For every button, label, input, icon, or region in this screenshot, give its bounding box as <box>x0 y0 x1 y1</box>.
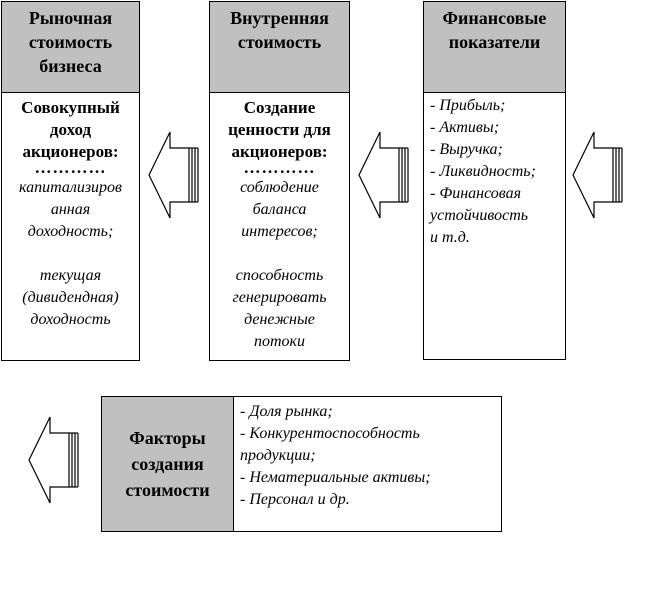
factors-title-3: стоимости <box>125 480 210 500</box>
market-value-title-1: Рыночная <box>28 8 113 28</box>
internal-item-1: соблюдение <box>240 179 319 196</box>
internal-value-header: Внутренняя стоимость <box>209 1 350 93</box>
value-factors-body: - Доля рынка; - Конкурентоспособность пр… <box>234 396 502 532</box>
market-value-header: Рыночная стоимость бизнеса <box>1 1 140 93</box>
internal-item-8: потоки <box>253 333 306 350</box>
left-arrow-icon <box>148 131 199 219</box>
market-item-3: доходность; <box>27 223 114 240</box>
market-value-title-3: бизнеса <box>39 56 102 76</box>
internal-item-6: генерировать <box>232 289 327 306</box>
factors-title-1: Факторы <box>129 428 206 448</box>
market-item-2: анная <box>50 201 91 218</box>
internal-item-5: способность <box>235 267 324 284</box>
financial-indicators-body: - Прибыль; - Активы; - Выручка; - Ликвид… <box>423 93 566 360</box>
factors-item-2: - Конкурентоспособность <box>240 425 420 442</box>
financial-item-3: - Выручка; <box>430 141 503 158</box>
left-arrow-icon <box>572 131 623 219</box>
market-item-5: текущая <box>39 267 102 284</box>
internal-heading-1: Создание <box>243 98 316 117</box>
internal-item-2: баланса <box>252 201 307 218</box>
internal-item-7: денежные <box>244 311 315 328</box>
market-item-7: доходность <box>30 311 111 328</box>
financial-title-1: Финансовые <box>442 8 547 28</box>
market-dots: ………… <box>34 158 107 177</box>
factors-item-1: - Доля рынка; <box>240 403 333 420</box>
market-heading-1: Совокупный <box>21 98 120 117</box>
financial-item-6: устойчивость <box>430 207 529 224</box>
factors-item-4: - Нематериальные активы; <box>240 469 431 486</box>
value-factors-header: Факторы создания стоимости <box>101 396 234 532</box>
market-value-title-2: стоимость <box>28 32 113 52</box>
financial-indicators-header: Финансовые показатели <box>423 1 566 93</box>
factors-item-3: продукции; <box>240 447 316 464</box>
market-item-1: капитализиров <box>19 179 122 196</box>
financial-item-2: - Активы; <box>430 119 500 136</box>
internal-heading-3: акционеров: <box>231 142 328 161</box>
internal-value-title-2: стоимость <box>237 32 322 52</box>
internal-dots: ………… <box>243 158 316 177</box>
market-value-body: Совокупный доход акционеров: ………… капита… <box>1 93 140 361</box>
internal-item-spacer <box>210 243 349 265</box>
internal-item-3: интересов; <box>241 223 318 240</box>
market-heading-2: доход <box>49 120 92 139</box>
left-arrow-icon <box>28 416 79 504</box>
market-item-spacer <box>2 243 139 265</box>
internal-heading-2: ценности для <box>228 120 331 139</box>
left-arrow-icon <box>358 131 409 219</box>
financial-item-4: - Ликвидность; <box>430 163 536 180</box>
financial-title-2: показатели <box>448 32 541 52</box>
financial-item-1: - Прибыль; <box>430 97 506 114</box>
internal-value-title-1: Внутренняя <box>230 8 329 28</box>
financial-item-7: и т.д. <box>430 229 470 246</box>
financial-item-5: - Финансовая <box>430 185 522 202</box>
market-heading-3: акционеров: <box>22 142 119 161</box>
factors-item-5: - Персонал и др. <box>240 491 350 508</box>
factors-title-2: создания <box>131 454 204 474</box>
market-item-6: (дивидендная) <box>22 289 119 306</box>
internal-value-body: Создание ценности для акционеров: ………… с… <box>209 93 350 361</box>
